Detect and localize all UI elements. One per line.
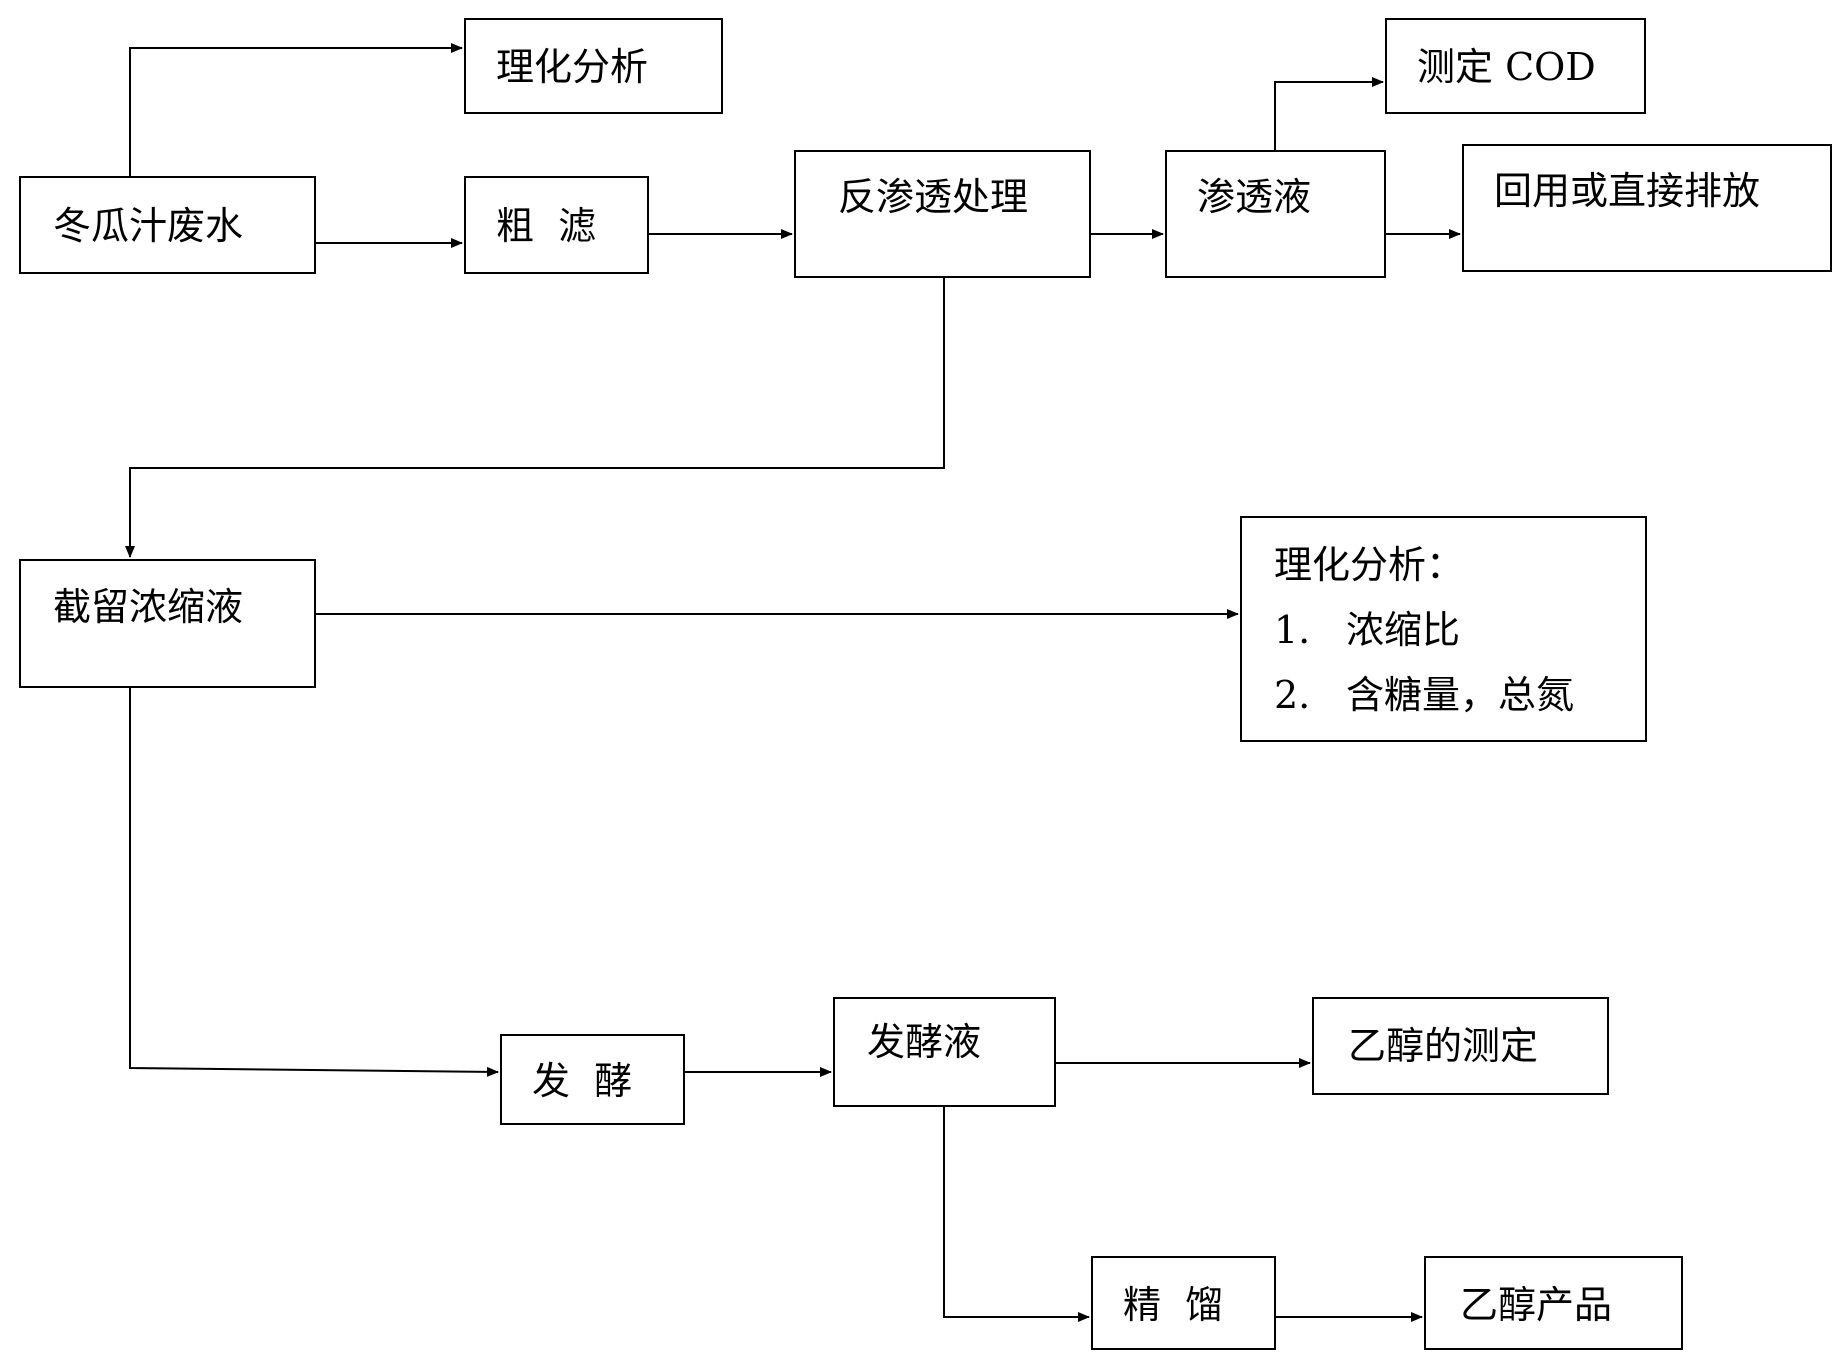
- analysis-item-1-number: 1.: [1274, 608, 1311, 652]
- node-physchem-analysis-detail: 理化分析： 1. 浓缩比 2. 含糖量，总氮: [1240, 516, 1647, 742]
- node-physchem-analysis-top: 理化分析: [464, 18, 723, 114]
- node-label: 回用或直接排放: [1494, 169, 1761, 213]
- node-label: 乙醇的测定: [1348, 1024, 1539, 1068]
- node-rectification: 精 馏: [1091, 1256, 1276, 1350]
- analysis-item-2-text: 含糖量，总氮: [1346, 673, 1575, 717]
- node-label: 发酵液: [867, 1020, 982, 1064]
- analysis-item-2-number: 2.: [1274, 673, 1311, 717]
- node-fermentation-broth: 发酵液: [833, 997, 1056, 1107]
- node-label: 乙醇产品: [1460, 1283, 1613, 1327]
- node-reuse-or-discharge: 回用或直接排放: [1462, 144, 1832, 272]
- node-ethanol-determination: 乙醇的测定: [1312, 997, 1609, 1095]
- analysis-title: 理化分析：: [1274, 543, 1465, 587]
- node-label: 发 酵: [532, 1059, 633, 1103]
- node-measure-cod: 测定 COD: [1385, 18, 1646, 114]
- node-label: 冬瓜汁废水: [53, 204, 244, 248]
- node-retentate-concentrate: 截留浓缩液: [19, 559, 316, 688]
- arrow-retentate-to-fermentation: [129, 688, 499, 1077]
- arrow-wastewater-to-analysis: [129, 43, 463, 176]
- node-ethanol-product: 乙醇产品: [1424, 1256, 1683, 1350]
- node-label: 渗透液: [1197, 175, 1312, 219]
- analysis-item-1-text: 浓缩比: [1346, 608, 1461, 652]
- node-coarse-filter: 粗 滤: [464, 176, 649, 274]
- node-permeate: 渗透液: [1165, 150, 1386, 278]
- arrow-permeate-to-cod: [1274, 77, 1384, 150]
- node-reverse-osmosis: 反渗透处理: [794, 150, 1091, 278]
- arrow-broth-to-rectification: [943, 1107, 1090, 1322]
- node-fermentation: 发 酵: [500, 1034, 685, 1125]
- node-label: 截留浓缩液: [53, 585, 244, 629]
- node-label: 测定 COD: [1417, 45, 1596, 89]
- node-label: 理化分析: [496, 45, 649, 89]
- node-label: 反渗透处理: [838, 175, 1029, 219]
- node-label: 粗 滤: [496, 204, 597, 248]
- arrow-ro-to-retentate: [125, 278, 945, 558]
- node-label: 精 馏: [1123, 1283, 1224, 1327]
- node-winter-melon-wastewater: 冬瓜汁废水: [19, 176, 316, 274]
